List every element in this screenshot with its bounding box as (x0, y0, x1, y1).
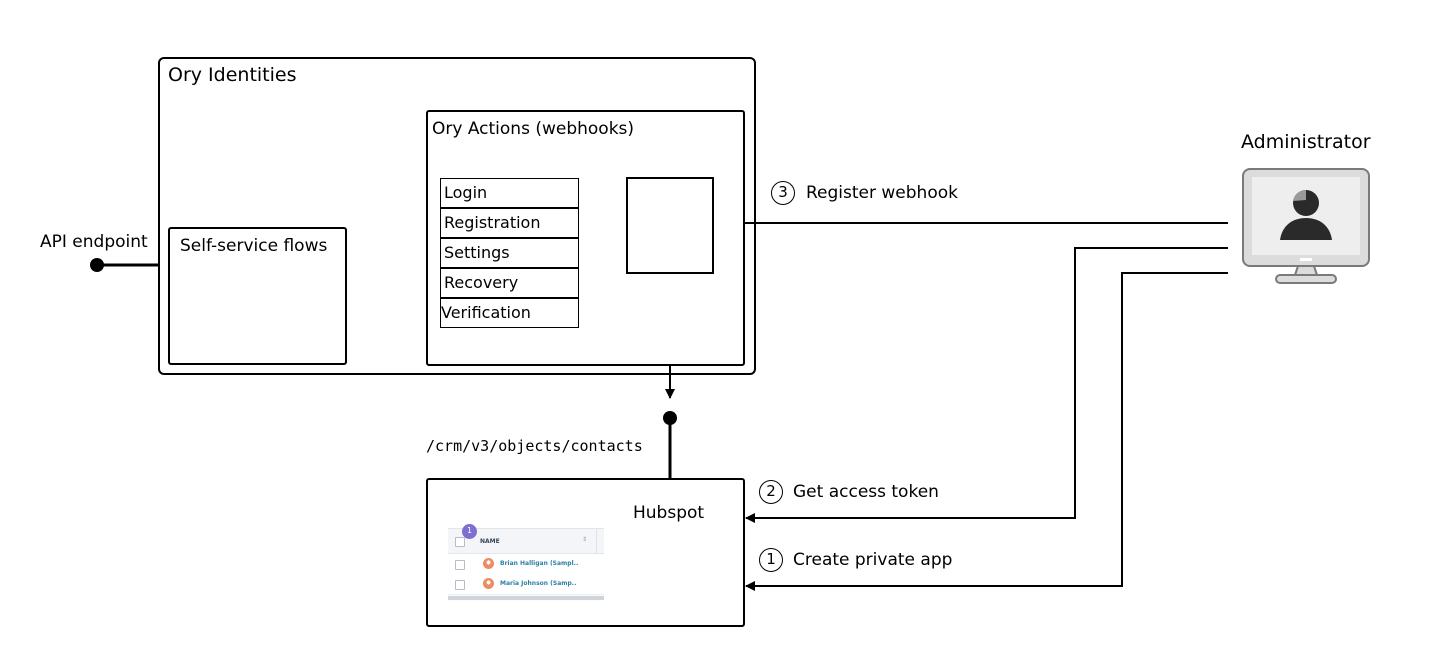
sort-icon: ⇕ (582, 536, 588, 543)
hubspot-contacts-thumbnail: NAME ⇕ ✸ Brian Halligan (Sampl.. ✸ Maria… (448, 528, 604, 601)
webhook-box (626, 177, 714, 274)
flow-item-login: Login (440, 178, 579, 208)
step2-arrow (745, 247, 1228, 523)
administrator-title: Administrator (1241, 131, 1371, 153)
flow-item-verification: Verification (440, 298, 579, 328)
api-endpoint-dot (90, 258, 104, 272)
step-3-label: Register webhook (806, 183, 958, 203)
step-2-number: 2 (759, 480, 783, 504)
endpoint-path: /crm/v3/objects/contacts (426, 437, 643, 455)
ory-identities-title: Ory Identities (168, 64, 297, 86)
thumbnail-badge: 1 (462, 524, 477, 539)
step-1-number: 1 (759, 548, 783, 572)
row-checkbox (455, 580, 465, 590)
self-service-box (168, 227, 347, 365)
ory-identities-container (158, 57, 756, 375)
step-2-label: Get access token (793, 482, 939, 502)
step-1-label: Create private app (793, 550, 953, 570)
flow-item-registration: Registration (440, 208, 579, 238)
flow-item-settings: Settings (440, 238, 579, 268)
computer-user-icon (1242, 168, 1370, 284)
step1-arrow (745, 272, 1228, 591)
self-service-title: Self-service flows (180, 236, 328, 256)
contact-name: Maria Johnson (Samp.. (500, 580, 577, 587)
table-row: ✸ Brian Halligan (Sampl.. (448, 554, 604, 575)
ory-actions-title: Ory Actions (webhooks) (432, 119, 635, 139)
row-checkbox (455, 560, 465, 570)
hubspot-sprocket-icon: ✸ (483, 578, 494, 589)
hubspot-title: Hubspot (633, 503, 705, 523)
flow-item-recovery: Recovery (440, 268, 579, 298)
table-row: ✸ Maria Johnson (Samp.. (448, 574, 604, 595)
thumbnail-column-name: NAME (480, 538, 500, 545)
contact-name: Brian Halligan (Sampl.. (500, 560, 579, 567)
api-endpoint-label: API endpoint (40, 232, 148, 252)
hubspot-sprocket-icon: ✸ (483, 558, 494, 569)
header-checkbox (455, 537, 465, 547)
column-divider (596, 529, 597, 553)
step-3-number: 3 (771, 181, 795, 205)
thumbnail-scrollbar (448, 596, 604, 600)
